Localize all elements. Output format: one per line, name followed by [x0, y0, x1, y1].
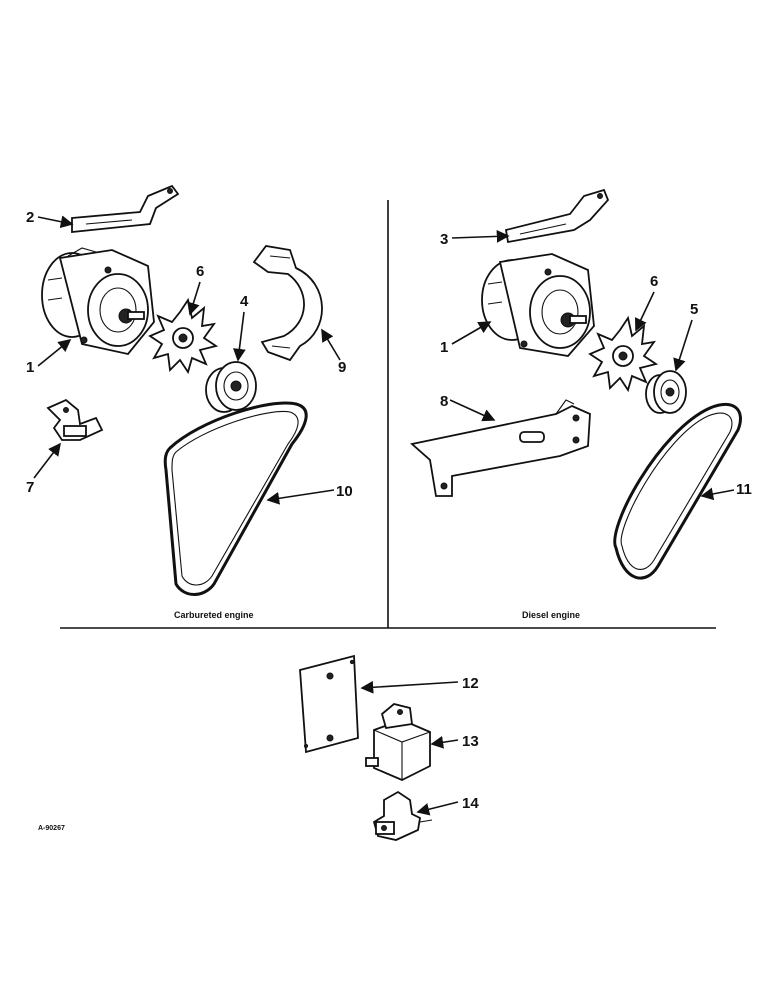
svg-text:11: 11 [736, 481, 752, 498]
alternator-part-1-right [481, 253, 595, 357]
v-belt-part-11 [613, 402, 742, 580]
pulley-part-5 [645, 370, 687, 414]
callouts-right: 3 1 6 5 8 11 [440, 230, 752, 501]
callouts-bottom: 12 13 14 [360, 675, 479, 816]
mounting-bracket-part-8 [410, 399, 591, 497]
v-belt-part-10 [163, 401, 308, 596]
svg-text:14: 14 [462, 795, 479, 812]
adjusting-strap-part-2 [71, 184, 180, 233]
svg-text:12: 12 [462, 675, 479, 692]
svg-text:9: 9 [338, 359, 346, 376]
figure-reference: A-90267 [38, 825, 65, 832]
svg-text:7: 7 [26, 479, 34, 496]
svg-text:5: 5 [690, 301, 698, 318]
svg-text:4: 4 [240, 293, 249, 310]
alternator-part-1-left [41, 247, 155, 355]
caption-diesel-engine: Diesel engine [522, 610, 580, 620]
relay-part-14 [372, 790, 433, 841]
bracket-part-9 [252, 245, 323, 362]
svg-text:3: 3 [440, 231, 448, 248]
svg-text:6: 6 [196, 263, 204, 280]
svg-text:1: 1 [440, 339, 448, 356]
fan-part-6-left [148, 297, 219, 375]
fan-part-6-right [588, 315, 659, 393]
callouts-left: 2 1 6 4 9 7 10 [26, 209, 353, 505]
svg-text:13: 13 [462, 733, 479, 750]
svg-text:6: 6 [650, 273, 658, 290]
bracket-part-7 [46, 398, 104, 441]
svg-text:2: 2 [26, 209, 34, 226]
caption-carbureted-engine: Carbureted engine [174, 610, 254, 620]
adjusting-strap-part-3 [504, 188, 610, 244]
svg-text:8: 8 [440, 393, 448, 410]
voltage-regulator-part-13 [365, 703, 431, 781]
svg-text:10: 10 [336, 483, 353, 500]
mounting-plate-part-12 [299, 654, 359, 754]
svg-text:1: 1 [26, 359, 34, 376]
pulley-part-4 [205, 361, 257, 413]
